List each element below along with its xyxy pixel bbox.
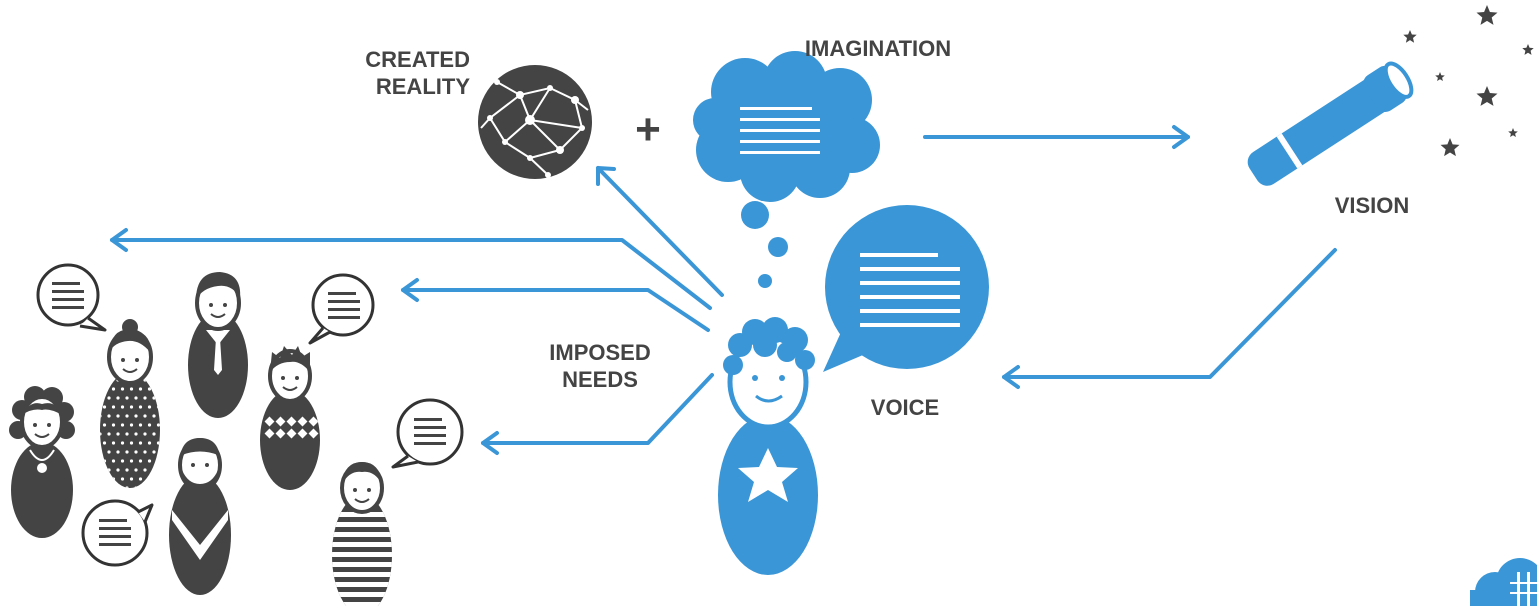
speech-bubble-icon — [823, 205, 989, 372]
telescope-icon — [1247, 61, 1414, 186]
voice-label: VOICE — [870, 395, 940, 420]
arrow-voice-to-crowd-bottom — [481, 373, 714, 455]
star-icon — [1440, 138, 1460, 157]
created-reality-line-2: REALITY — [375, 74, 470, 99]
star-icon — [1403, 30, 1417, 43]
plus-sign: + — [635, 105, 661, 154]
arrow-imagination-to-vision — [923, 125, 1190, 149]
imposed-needs-label: IMPOSED NEEDS — [530, 339, 670, 393]
arrows — [110, 125, 1337, 455]
thought-cloud-icon — [693, 51, 880, 288]
created-reality-line-1: CREATED — [365, 47, 470, 72]
speech-bubble-icon — [81, 499, 154, 567]
person-icon — [169, 438, 231, 595]
person-icon — [100, 319, 160, 488]
arrow-voice-to-crowd-top — [110, 228, 712, 310]
star-icon — [1508, 128, 1518, 137]
imagination-label: IMAGINATION — [804, 36, 952, 61]
star-icon — [1476, 86, 1498, 106]
vision-label: VISION — [1334, 193, 1410, 218]
star-icon — [1476, 5, 1498, 25]
stars — [1403, 5, 1534, 157]
star-icon — [1522, 44, 1534, 55]
speech-bubble-icon — [308, 273, 375, 345]
star-icon — [1435, 72, 1445, 81]
imposed-needs-line-2: NEEDS — [562, 367, 638, 392]
person-icon — [9, 386, 75, 538]
speech-bubble-icon — [36, 263, 107, 332]
arrow-voice-to-crowd-middle — [401, 278, 710, 332]
speech-bubble-icon — [391, 398, 464, 469]
person-icon — [260, 346, 320, 490]
imposed-needs-line-1: IMPOSED — [549, 340, 651, 365]
network-globe-icon — [478, 65, 592, 179]
person-icon — [718, 317, 818, 575]
cloud-logo-icon — [1470, 558, 1537, 611]
arrow-voice-to-created-reality — [596, 166, 724, 297]
created-reality-label: CREATED REALITY — [350, 46, 470, 100]
crowd — [9, 272, 392, 611]
person-icon — [332, 462, 392, 611]
person-icon — [188, 272, 248, 418]
arrow-vision-to-voice — [1002, 248, 1337, 389]
